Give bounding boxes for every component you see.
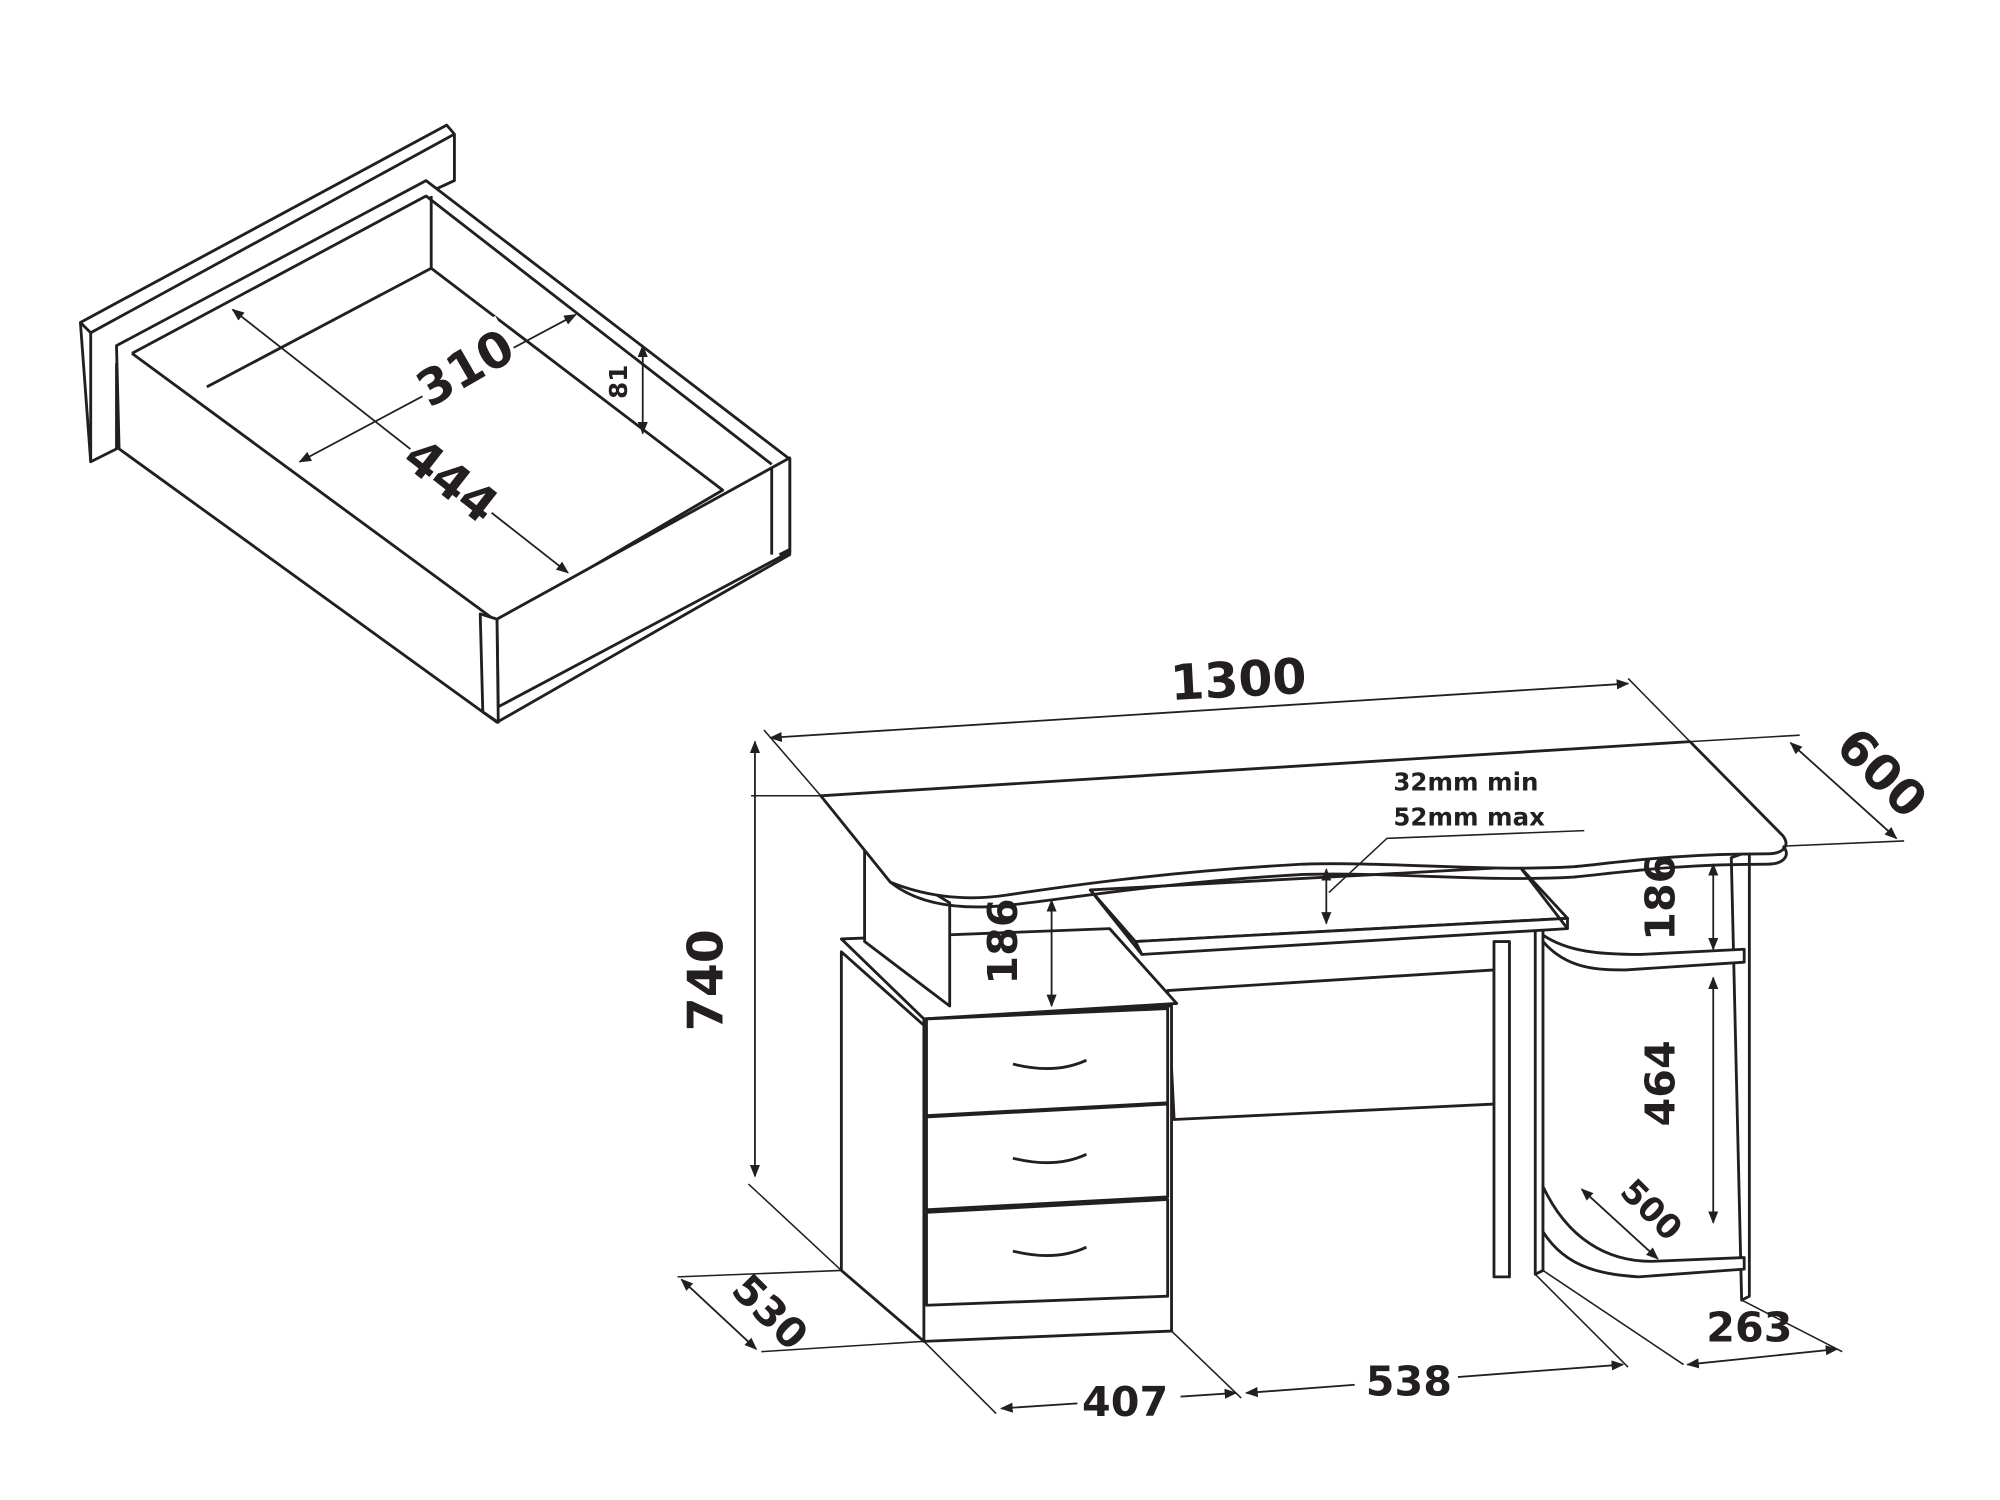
drawer-illustration: 310 444 81 <box>78 123 792 724</box>
drawer-1-handle[interactable] <box>1012 1058 1088 1070</box>
pedestal-width-label: 407 <box>1082 1378 1168 1426</box>
drawer-2[interactable] <box>925 1102 1170 1212</box>
drawer-height-label: 81 <box>604 365 633 399</box>
keyboard-gap-max-label: 52mm max <box>1393 802 1545 831</box>
pedestal-depth-label: 530 <box>722 1265 817 1360</box>
desk-width-label: 1300 <box>1169 648 1308 712</box>
drawer-3[interactable] <box>925 1198 1170 1307</box>
desk-depth-label: 600 <box>1825 717 1938 830</box>
keyboard-gap-min-label: 32mm min <box>1393 768 1538 797</box>
dimension-263-line <box>1686 1345 1839 1369</box>
desk-right-side-panel <box>1729 849 1751 1302</box>
right-lower-height-label: 464 <box>1637 1040 1685 1126</box>
dimension-530-line <box>680 1278 758 1350</box>
shelf-depth-label: 500 <box>1613 1171 1690 1248</box>
desk-height-label: 740 <box>678 929 735 1031</box>
dimension-1300-line <box>769 679 1630 743</box>
right-section-width-label: 263 <box>1706 1303 1792 1351</box>
right-shelf-height-label: 186 <box>1637 855 1685 941</box>
desk-illustration: 1300 600 740 530 407 538 263 186 186 464 <box>677 648 1938 1426</box>
left-shelf-height-label: 186 <box>979 898 1027 984</box>
desk-top-surface <box>819 740 1788 900</box>
drawer-1[interactable] <box>925 1007 1170 1118</box>
drawer-2-handle[interactable] <box>1012 1153 1088 1165</box>
desk-modesty-panel <box>1166 968 1496 1121</box>
desk-pedestal-side <box>839 950 926 1343</box>
drawer-3-handle[interactable] <box>1012 1245 1088 1257</box>
desk-right-upper-shelf <box>1541 933 1746 972</box>
dimension-600-line <box>1789 742 1898 840</box>
dimension-500-line <box>1580 1188 1659 1260</box>
knee-width-label: 538 <box>1366 1358 1452 1406</box>
